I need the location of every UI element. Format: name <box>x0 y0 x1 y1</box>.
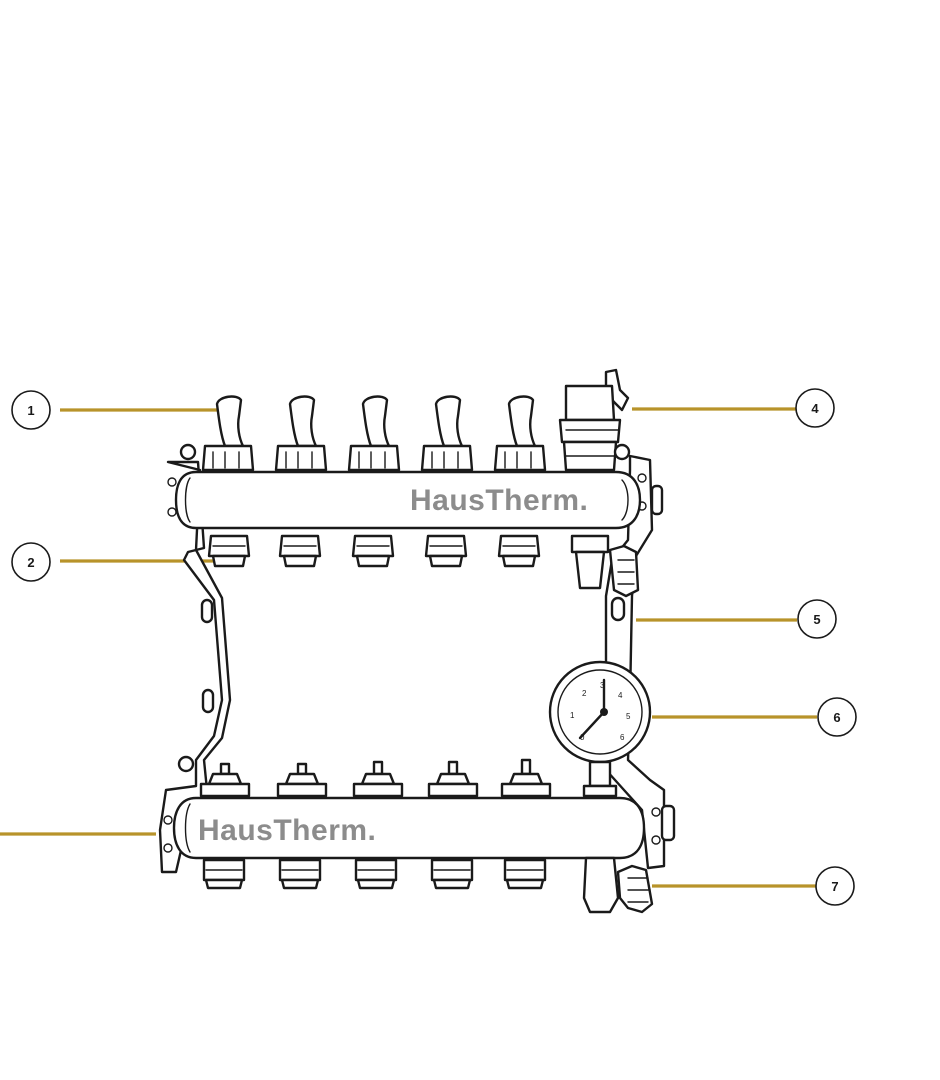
outlet-connector <box>207 534 251 568</box>
valve-cap <box>199 762 251 798</box>
svg-text:2: 2 <box>582 689 587 698</box>
svg-text:1: 1 <box>27 403 34 418</box>
outlet-connector <box>278 858 322 890</box>
bottom-valve-caps <box>199 758 552 798</box>
top-outlet-connectors <box>207 534 640 598</box>
bottom-bar-logo: HausTherm. <box>198 814 376 847</box>
callout-4: 4 <box>795 388 835 428</box>
svg-text:5: 5 <box>813 612 820 627</box>
valve-handle <box>493 395 547 472</box>
callout-2: 2 <box>11 542 51 582</box>
top-bar-logo: HausTherm. <box>410 484 588 517</box>
pressure-gauge: 0 1 2 3 4 5 6 <box>548 660 652 798</box>
drain-connector <box>570 534 640 598</box>
svg-text:5: 5 <box>626 712 631 721</box>
outlet-connector <box>497 534 541 568</box>
bottom-outlet-connectors <box>202 858 547 890</box>
svg-text:0: 0 <box>580 733 585 742</box>
svg-text:3: 3 <box>600 681 605 690</box>
bottom-manifold-bar: HausTherm. <box>172 796 646 860</box>
callout-6: 6 <box>817 697 857 737</box>
valve-cap <box>500 758 552 798</box>
valve-handle <box>274 395 328 472</box>
callout-5: 5 <box>797 599 837 639</box>
valve-cap <box>427 760 479 798</box>
valve-handle <box>347 395 401 472</box>
top-manifold-bar: HausTherm. <box>174 470 642 530</box>
svg-text:2: 2 <box>27 555 34 570</box>
outlet-connector <box>351 534 395 568</box>
outlet-connector <box>430 858 474 890</box>
outlet-connector <box>503 858 547 890</box>
outlet-connector <box>278 534 322 568</box>
fill-drain-valve <box>582 856 654 914</box>
svg-text:7: 7 <box>831 879 838 894</box>
outlet-connector <box>424 534 468 568</box>
callout-1: 1 <box>11 390 51 430</box>
outlet-connector <box>202 858 246 890</box>
svg-text:4: 4 <box>811 401 819 416</box>
air-vent <box>558 368 630 472</box>
top-valve-handles <box>201 395 547 472</box>
screw-icon <box>613 443 631 461</box>
left-bracket <box>158 460 232 874</box>
svg-text:6: 6 <box>833 710 840 725</box>
valve-cap <box>352 760 404 798</box>
svg-text:6: 6 <box>620 733 625 742</box>
valve-handle <box>420 395 474 472</box>
callout-7: 7 <box>815 866 855 906</box>
valve-cap <box>276 762 328 798</box>
outlet-connector <box>354 858 398 890</box>
svg-text:4: 4 <box>618 691 623 700</box>
leader-lines <box>0 407 817 888</box>
valve-handle <box>201 395 255 472</box>
gauge-scale: 0 1 2 3 4 5 6 <box>570 681 631 742</box>
svg-text:1: 1 <box>570 711 575 720</box>
screw-icon <box>177 755 195 773</box>
screw-icon <box>179 443 197 461</box>
